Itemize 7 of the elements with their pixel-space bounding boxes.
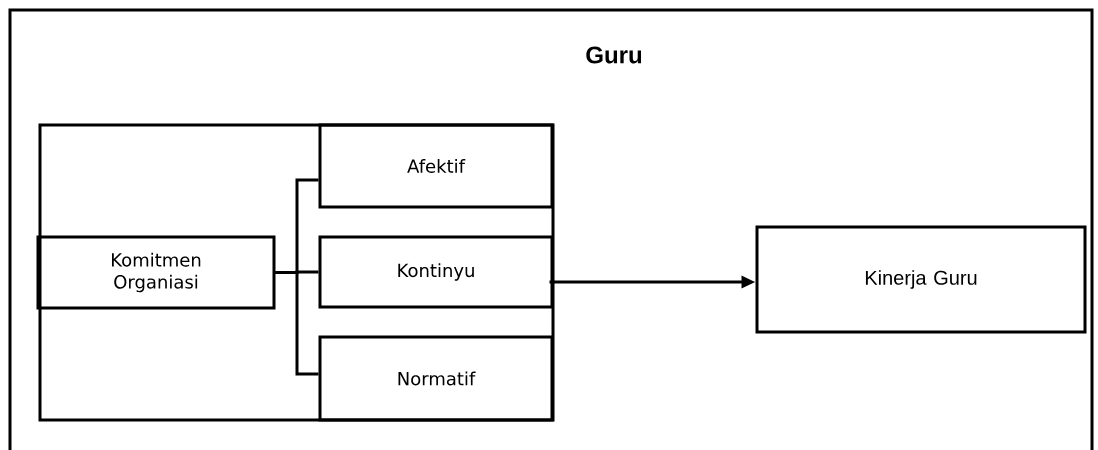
process-box: Kontinyu (318, 235, 554, 309)
process-box: Afektif (318, 123, 554, 209)
process-box: Kinerja Guru (755, 225, 1087, 334)
bracket-line (275, 271, 319, 376)
process-box: Komitmen Organiasi (36, 235, 276, 310)
process-box: Normatif (318, 335, 554, 422)
group-box (38, 123, 555, 422)
